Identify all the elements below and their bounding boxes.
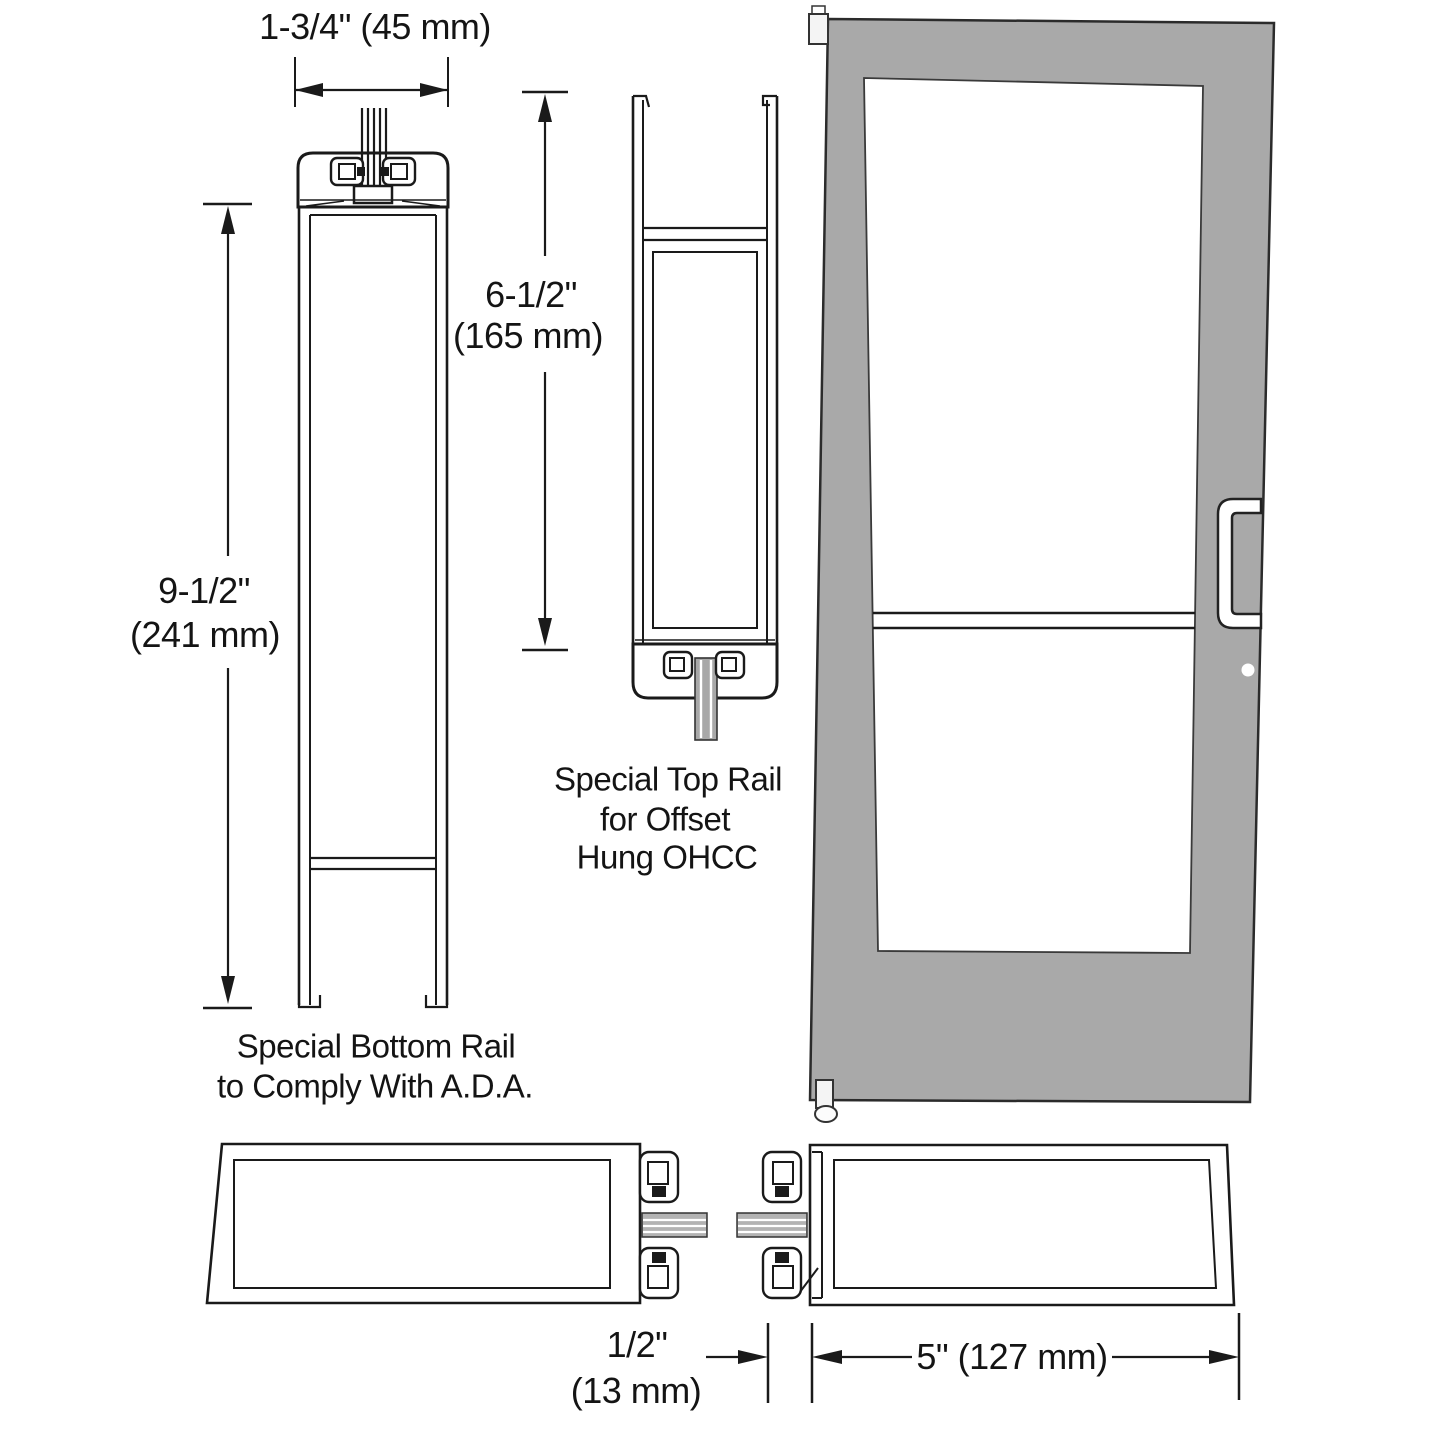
pull-handle-icon [1216,497,1263,630]
door-elevation [808,5,1276,1123]
bottom-rail-label-line2: to Comply With A.D.A. [217,1067,533,1105]
glazing-clamps [662,650,746,680]
bottom-rail-profile-section [296,108,450,1009]
dim-top-rail-height-label-line1: 6-1/2" [485,274,577,315]
dim-door-thickness-label: 1-3/4" (45 mm) [259,6,491,47]
top-pivot-hinge-icon [808,5,829,45]
setting-block [352,184,394,205]
dim-bottom-rail-height-label-line1: 9-1/2" [158,570,250,611]
dim-stile-width [812,1313,1241,1400]
dim-glass-gap-label-line1: 1/2" [606,1324,668,1365]
pivot-shaft [694,657,718,741]
top-rail-label-line1: Special Top Rail [553,760,783,798]
top-rail-profile-section [631,94,779,741]
bottom-pivot-hinge-icon [814,1079,838,1123]
dim-top-rail-height-label-line2: (165 mm) [452,315,604,356]
door-glass [863,77,1204,954]
dim-top-rail-height [522,90,568,652]
top-rail-label-line2: for Offset [599,800,731,838]
rail-body-walls [631,94,779,644]
stile-profile-hinge-side [205,1142,708,1305]
dim-stile-width-label: 5" (127 mm) [916,1336,1108,1377]
top-rail-label-line3: Hung OHCC [576,838,758,876]
dim-glass-gap [706,1323,814,1403]
glazing-clamps [329,156,417,187]
dim-bottom-rail-height-label-line2: (241 mm) [129,614,281,655]
rail-body-walls [297,207,449,1009]
dim-glass-gap-label-line2: (13 mm) [570,1370,702,1411]
dim-door-thickness [294,57,449,107]
stile-profile-lock-side [736,1143,1236,1307]
bottom-rail-label-line1: Special Bottom Rail [236,1027,516,1065]
dim-bottom-rail-height [203,202,252,1010]
cylinder-lock-icon [1241,663,1255,677]
